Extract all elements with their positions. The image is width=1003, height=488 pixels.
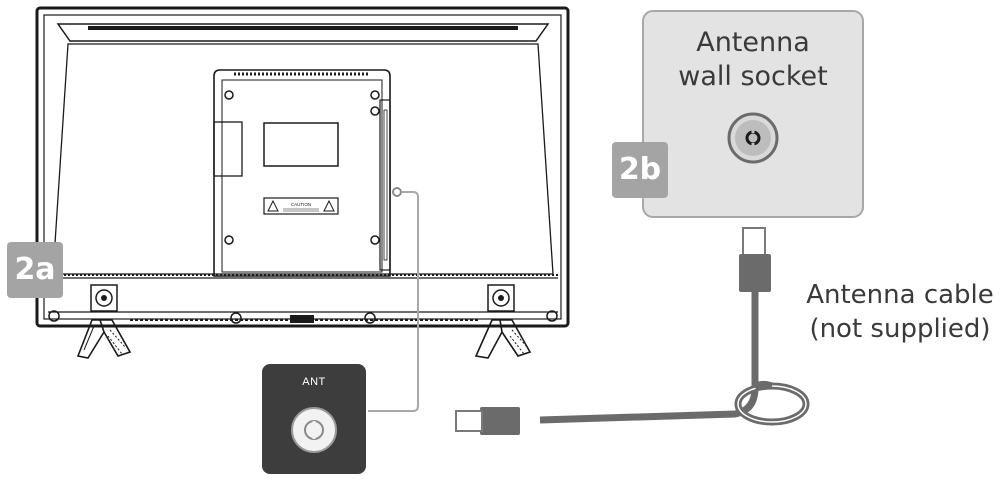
- step-badge-2a: 2a: [7, 242, 63, 298]
- step-badge-2b: 2b: [612, 142, 668, 198]
- antenna-wall-socket: [642, 10, 864, 218]
- speaker-right: [487, 284, 515, 312]
- caution-text: CAUTION: [291, 202, 311, 207]
- tv-stand-right: [474, 319, 532, 359]
- ant-port-callout: [262, 364, 366, 474]
- tv-stand-left: [76, 319, 132, 359]
- tv-connector-strip: [379, 99, 391, 271]
- antenna-cable: [455, 227, 810, 435]
- speaker-left: [90, 284, 118, 312]
- caution-label: CAUTION: [263, 197, 339, 215]
- tv-ant-port-marker: [392, 187, 402, 197]
- tv-back: CAUTION: [35, 6, 570, 359]
- ant-callout-line: [368, 191, 419, 412]
- tv-back-plate: CAUTION: [213, 69, 391, 277]
- ant-port-label: ANT: [302, 376, 326, 388]
- antenna-cable-label: Antenna cable (not supplied): [806, 280, 994, 344]
- wall-socket-title: Antenna wall socket: [678, 27, 828, 92]
